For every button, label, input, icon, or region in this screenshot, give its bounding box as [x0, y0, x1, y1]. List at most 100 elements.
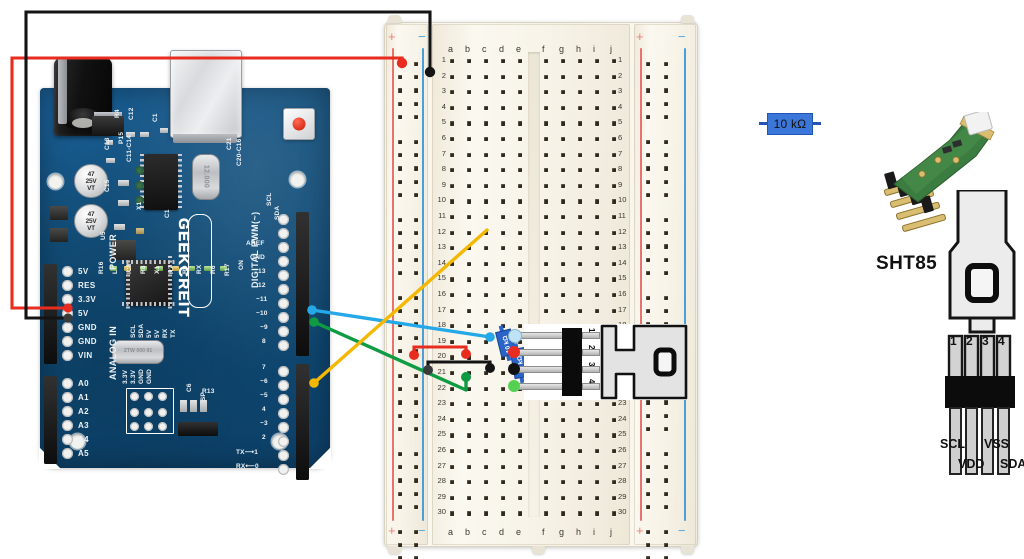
breadboard-hole-j14 [612, 261, 617, 266]
smd-resistor [190, 400, 197, 412]
breadboard-hole-g25 [561, 433, 566, 438]
pin-circle-gnd-d [278, 256, 289, 267]
breadboard-hole-c15 [484, 277, 489, 282]
rail-hole-left-4-1-1 [414, 387, 419, 392]
digital-label-8: 8 [262, 338, 266, 345]
icsp-header[interactable] [178, 422, 218, 436]
breadboard-hole-a30 [450, 511, 455, 516]
pin-circle-d0-rx [278, 464, 289, 475]
breadboard-hole-i11 [595, 215, 600, 220]
rail-hole-left-0-0-0 [398, 62, 403, 67]
breadboard-hole-b26 [467, 449, 472, 454]
breadboard-hole-a20 [450, 355, 455, 360]
power-pin-label-3: 5V [78, 309, 89, 318]
breadboard-hole-f26 [544, 449, 549, 454]
digital-label-tx1: TX⟶1 [236, 449, 259, 456]
breadboard-hole-c19 [484, 339, 489, 344]
breadboard-row-number-right-1: 1 [618, 55, 623, 64]
pin-circle-d6 [278, 380, 289, 391]
sensor-lead-inner-1 [582, 332, 600, 339]
rail-hole-left-3-3-0 [398, 335, 403, 340]
rail-line-positive-right [640, 48, 643, 521]
rail-hole-right-4-3-0 [646, 413, 651, 418]
breadboard-hole-b24 [467, 417, 472, 422]
cap-value-line3: VT [87, 185, 95, 193]
power-pin-label-5: GND [78, 337, 97, 346]
breadboard-hole-d23 [501, 402, 506, 407]
breadboard-hole-j4 [612, 105, 617, 110]
silk-bottom-4: SCL [130, 324, 137, 338]
breadboard-hole-e2 [518, 74, 523, 79]
rail-hole-right-3-0-0 [646, 296, 651, 301]
breadboard-hole-a5 [450, 121, 455, 126]
rail-hole-left-3-0-1 [414, 296, 419, 301]
breadboard-foot [681, 15, 694, 23]
sensor-lead-inner-4 [582, 383, 600, 390]
breadboard-hole-e26 [518, 449, 523, 454]
breadboard-row-number-right-2: 2 [618, 70, 623, 80]
cap-value-line1: 47 [87, 211, 95, 218]
pin-circle-5v [62, 266, 73, 277]
silk-c12: C12 [128, 107, 135, 120]
breadboard-hole-j29 [612, 495, 617, 500]
digital-label-9: ~9 [260, 324, 268, 331]
rail-hole-left-1-0-0 [398, 140, 403, 145]
breadboard-hole-j2 [612, 74, 617, 79]
breadboard-hole-h6 [578, 137, 583, 142]
breadboard-hole-h30 [578, 511, 583, 516]
breadboard-hole-j15 [612, 277, 617, 282]
breadboard-hole-c26 [484, 449, 489, 454]
pin-circle-a4 [62, 434, 73, 445]
breadboard-hole-d4 [501, 105, 506, 110]
breadboard-hole-a12 [450, 230, 455, 235]
breadboard-hole-a11 [450, 215, 455, 220]
breadboard-hole-j5 [612, 121, 617, 126]
breadboard-hole-i3 [595, 90, 600, 95]
silk-r7: R7 [168, 265, 175, 274]
pin-circle-5v-2 [62, 308, 73, 319]
digital-header-socket-top[interactable] [296, 212, 309, 356]
reset-button[interactable] [283, 108, 315, 140]
sensor-pin-dot-1 [508, 329, 522, 343]
breadboard-hole-h9 [578, 183, 583, 188]
breadboard-hole-g2 [561, 74, 566, 79]
power-header-socket[interactable] [44, 264, 57, 364]
analog-header-socket[interactable] [44, 376, 57, 464]
breadboard-hole-b11 [467, 215, 472, 220]
rail-hole-left-2-3-0 [398, 257, 403, 262]
breadboard-row-number-right-17: 17 [618, 304, 627, 314]
breadboard-hole-d13 [501, 246, 506, 251]
breadboard-hole-b28 [467, 480, 472, 485]
breadboard-hole-g23 [561, 402, 566, 407]
silk-bottom-9: TX [170, 329, 177, 338]
breadboard-hole-i17 [595, 308, 600, 313]
legend-resistor-lead-right [813, 122, 821, 125]
breadboard-hole-a2 [450, 74, 455, 79]
breadboard-hole-f25 [544, 433, 549, 438]
breadboard-hole-e11 [518, 215, 523, 220]
rail-hole-left-0-3-0 [398, 101, 403, 106]
breadboard-hole-a6 [450, 137, 455, 142]
breadboard-hole-c27 [484, 464, 489, 469]
digital-header-socket-bottom[interactable] [296, 364, 309, 480]
breadboard-hole-g1 [561, 59, 566, 64]
breadboard-hole-e9 [518, 183, 523, 188]
rail-hole-left-3-3-1 [414, 335, 419, 340]
breadboard-foot [388, 546, 401, 554]
rail-hole-right-0-2-1 [664, 88, 669, 93]
test-pad [135, 181, 144, 190]
mounting-hole [290, 172, 305, 187]
breadboard-hole-a19 [450, 339, 455, 344]
breadboard-hole-b16 [467, 293, 472, 298]
icsp-pad [158, 392, 167, 401]
pin-circle-sda [278, 228, 289, 239]
breadboard-row-number-right-30: 30 [618, 507, 627, 517]
breadboard-column-letter-c-bottom: c [482, 527, 487, 537]
rail-hole-right-2-4-1 [664, 270, 669, 275]
silk-c1b: C1 [164, 209, 171, 218]
breadboard-hole-i5 [595, 121, 600, 126]
rail-hole-left-2-0-0 [398, 218, 403, 223]
breadboard-hole-g14 [561, 261, 566, 266]
analog-pin-label-0: A0 [78, 379, 90, 388]
icsp-pad [130, 422, 139, 431]
